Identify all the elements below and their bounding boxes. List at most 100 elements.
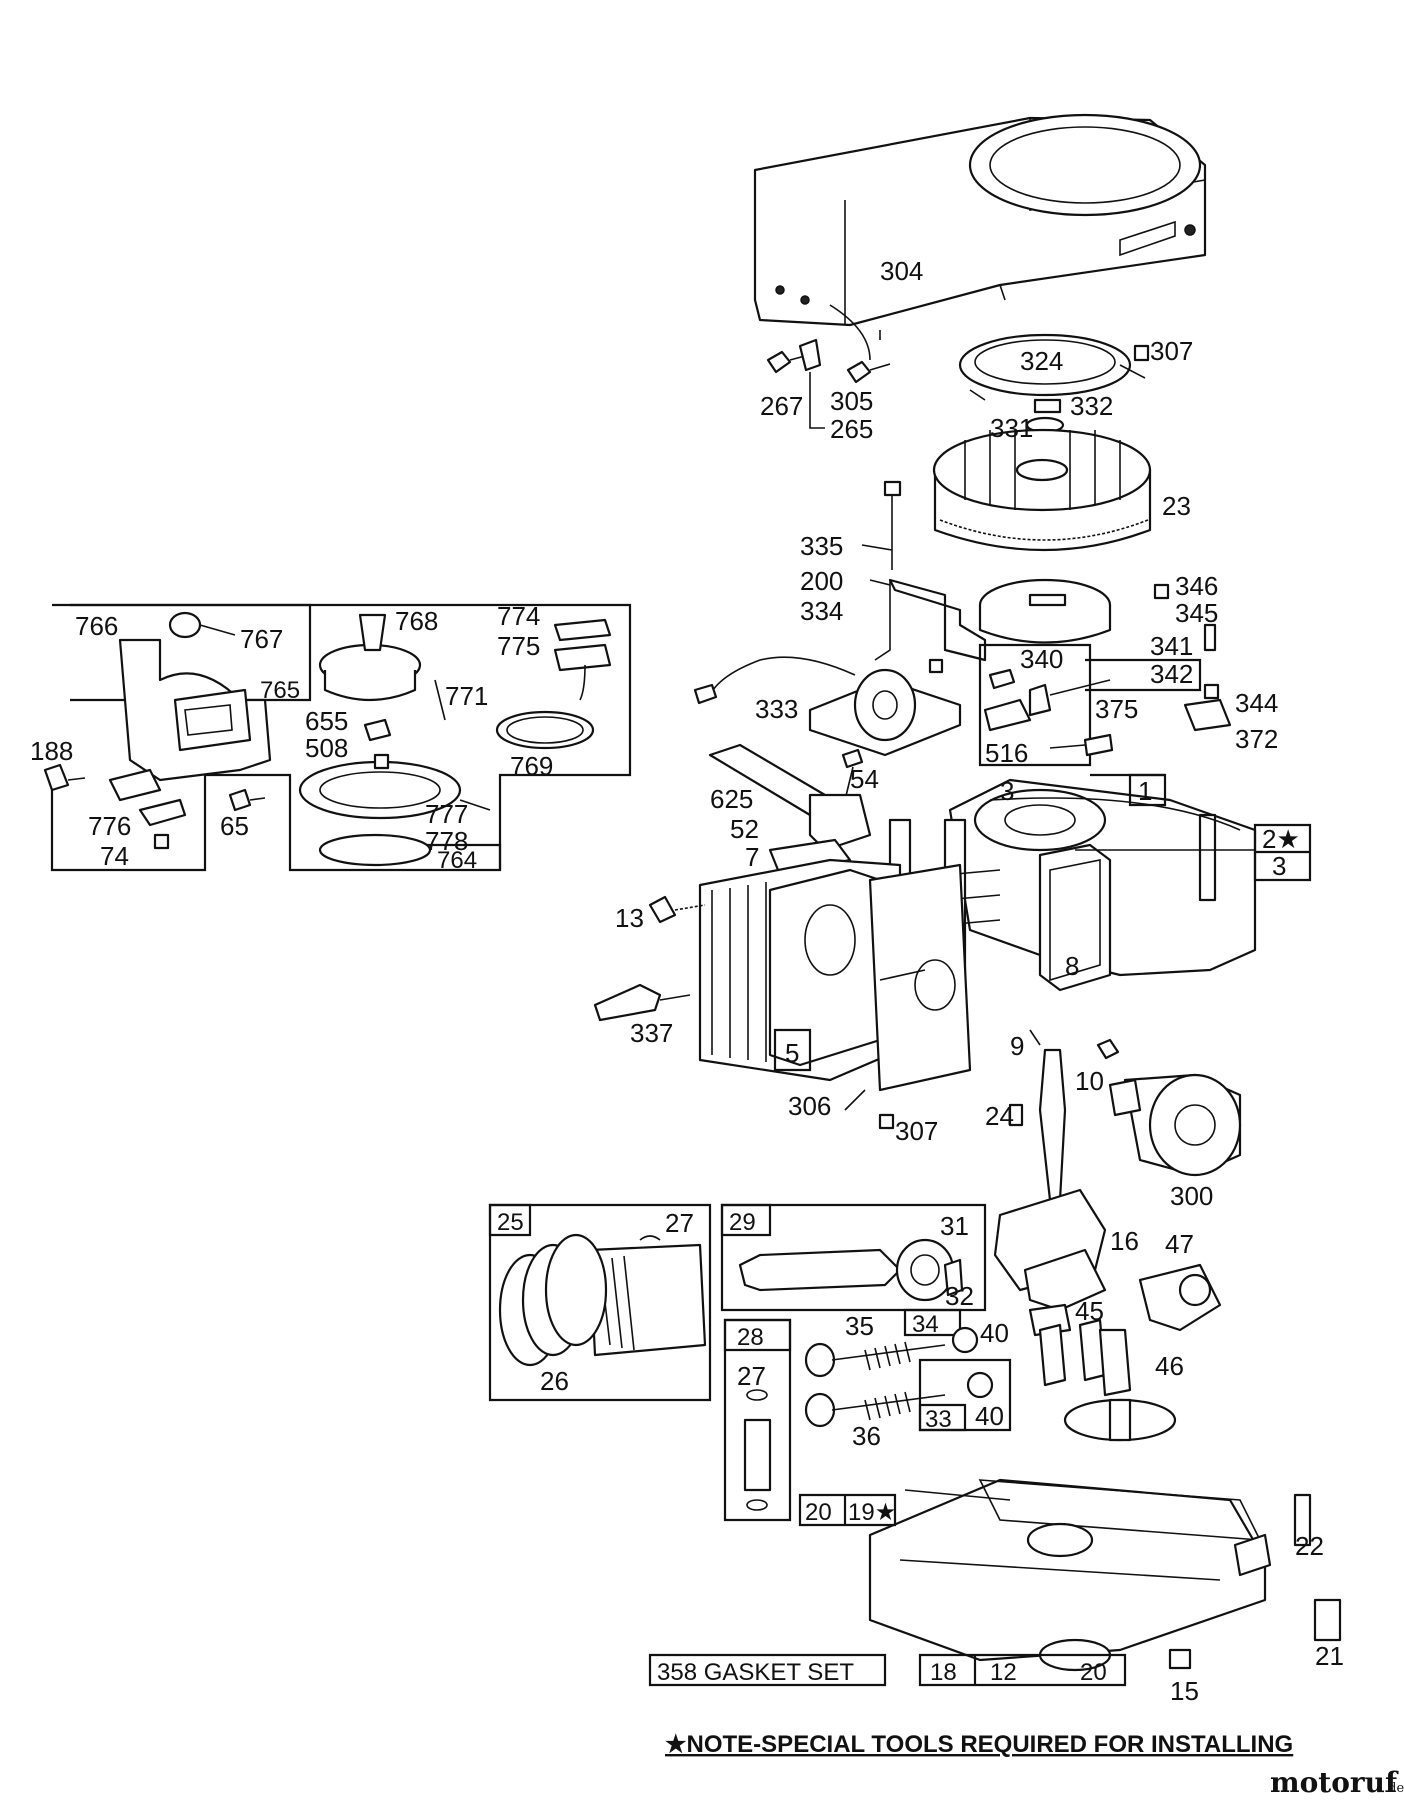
label-324: 324	[1020, 346, 1063, 376]
special-tools-note: ★NOTE-SPECIAL TOOLS REQUIRED FOR INSTALL…	[665, 1731, 1293, 1758]
label-20a: 20	[805, 1499, 832, 1526]
blower-housing	[753, 113, 1207, 340]
label-10: 10	[1075, 1066, 1104, 1096]
label-342: 342	[1150, 659, 1193, 689]
label-3b: 3	[1272, 851, 1286, 881]
label-40b: 40	[975, 1401, 1004, 1431]
label-346: 346	[1175, 571, 1218, 601]
magneto-345	[978, 578, 1170, 644]
label-777: 777	[425, 799, 468, 829]
label-345: 345	[1175, 598, 1218, 628]
flywheel	[932, 428, 1152, 552]
rewind-starter-group	[43, 603, 632, 872]
label-188: 188	[30, 736, 73, 766]
label-24: 24	[985, 1101, 1014, 1131]
label-766: 766	[75, 611, 118, 641]
label-778: 778	[425, 826, 468, 856]
label-767: 767	[240, 624, 283, 654]
label-8: 8	[1065, 951, 1079, 981]
label-35: 35	[845, 1311, 874, 1341]
label-265: 265	[830, 414, 873, 444]
label-375: 375	[1095, 694, 1138, 724]
label-31: 31	[940, 1211, 969, 1241]
cylinder-head	[698, 858, 972, 1092]
bracket-200	[869, 578, 987, 662]
label-200: 200	[800, 566, 843, 596]
label-768: 768	[395, 606, 438, 636]
bolt-335	[861, 480, 902, 570]
label-372: 372	[1235, 724, 1278, 754]
label-27b: 27	[737, 1361, 766, 1391]
label-74: 74	[100, 841, 129, 871]
watermark-tld: .de	[1384, 1781, 1404, 1796]
label-775: 775	[497, 631, 540, 661]
label-40a: 40	[980, 1318, 1009, 1348]
label-332: 332	[1070, 391, 1113, 421]
label-18: 18	[930, 1659, 957, 1686]
crankcase-cover	[868, 1478, 1342, 1672]
label-776: 776	[88, 811, 131, 841]
connecting-rod-group	[720, 1203, 987, 1312]
label-25: 25	[497, 1209, 524, 1236]
part-labels: 304 307 324 332 331 23 267 305 265 335 2…	[30, 256, 1344, 1758]
label-1: 1	[1138, 776, 1152, 806]
label-655: 655	[305, 706, 348, 736]
label-46: 46	[1155, 1351, 1184, 1381]
label-307b: 307	[895, 1116, 938, 1146]
label-358-gasket-set: 358 GASKET SET	[657, 1659, 854, 1686]
label-769: 769	[510, 751, 553, 781]
label-26: 26	[540, 1366, 569, 1396]
label-625: 625	[710, 784, 753, 814]
label-300: 300	[1170, 1181, 1213, 1211]
label-334: 334	[800, 596, 843, 626]
head-bolts	[593, 849, 1255, 1060]
rotating-screen	[958, 333, 1150, 434]
label-335: 335	[800, 531, 843, 561]
wrist-pin-group	[723, 1318, 792, 1522]
label-12: 12	[990, 1659, 1017, 1686]
label-36: 36	[852, 1421, 881, 1451]
piston-group	[488, 1203, 712, 1402]
label-32: 32	[945, 1281, 974, 1311]
label-27a: 27	[665, 1208, 694, 1238]
label-45: 45	[1075, 1296, 1104, 1326]
label-5: 5	[785, 1038, 799, 1068]
watermark: motoruf .de	[1270, 1766, 1404, 1799]
label-21: 21	[1315, 1641, 1344, 1671]
governor-parts	[978, 623, 1232, 767]
bottom-frames	[648, 773, 1312, 1687]
label-15: 15	[1170, 1676, 1199, 1706]
label-52: 52	[730, 814, 759, 844]
label-22: 22	[1295, 1531, 1324, 1561]
armature-333	[693, 656, 962, 757]
label-7: 7	[745, 842, 759, 872]
label-508: 508	[305, 733, 348, 763]
label-9: 9	[1010, 1031, 1024, 1061]
label-765: 765	[260, 677, 300, 704]
breather-assembly	[708, 743, 872, 877]
label-304: 304	[880, 256, 923, 286]
label-771: 771	[445, 681, 488, 711]
label-3a: 3	[1000, 776, 1014, 806]
label-16: 16	[1110, 1226, 1139, 1256]
label-307a: 307	[1150, 336, 1193, 366]
label-20b: 20	[1080, 1659, 1107, 1686]
screws-267-305	[766, 304, 891, 429]
label-54: 54	[850, 764, 879, 794]
label-47: 47	[1165, 1229, 1194, 1259]
head-gasket	[844, 1089, 895, 1130]
label-774: 774	[497, 601, 540, 631]
label-33: 33	[925, 1406, 952, 1433]
label-337: 337	[630, 1018, 673, 1048]
valve-group	[804, 1308, 1012, 1432]
label-340: 340	[1020, 644, 1063, 674]
label-19star: 19★	[848, 1499, 896, 1526]
label-29: 29	[729, 1209, 756, 1236]
label-28: 28	[737, 1324, 764, 1351]
starter-clutch-300	[1108, 1073, 1242, 1177]
label-341: 341	[1150, 631, 1193, 661]
camshaft-assembly	[1038, 1263, 1222, 1442]
label-306: 306	[788, 1091, 831, 1121]
label-65: 65	[220, 811, 249, 841]
